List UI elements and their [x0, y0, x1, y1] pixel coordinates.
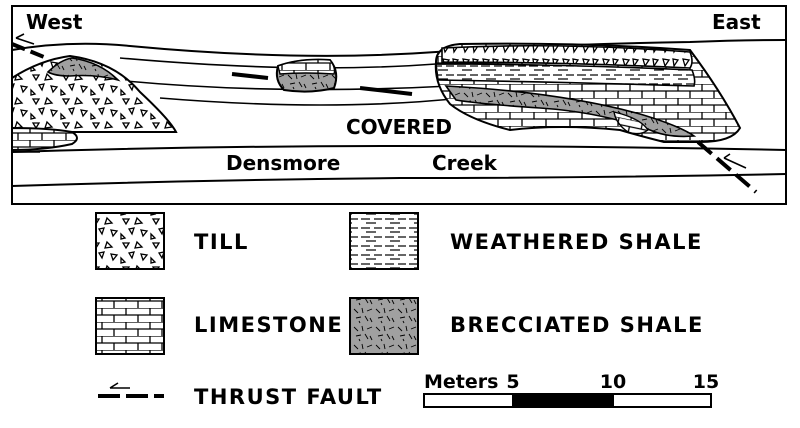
legend-label-till: TILL	[194, 230, 249, 254]
west-brecciated-shale-cap	[46, 57, 121, 82]
slope-line-middle	[95, 77, 451, 91]
isolated-limestone-block	[277, 58, 336, 75]
legend-swatch-brecciated-shale	[349, 297, 419, 355]
east-weathered-shale-band	[435, 63, 696, 87]
scale-tick-5: 5	[506, 371, 519, 393]
fault-trace-mid-2	[359, 86, 413, 96]
thrust-fault-west	[11, 33, 45, 59]
east-limestone-fold-core	[613, 111, 649, 135]
scale-unit-label: Meters	[424, 371, 498, 393]
scale-bar: Meters 5 10 15	[423, 371, 719, 408]
scale-segment-10-15	[612, 393, 712, 408]
west-limestone-wedge	[11, 126, 78, 152]
legend-swatch-weathered-shale	[349, 212, 419, 270]
legend-swatch-limestone	[95, 297, 165, 355]
covered-label: COVERED	[346, 115, 452, 139]
east-till-cap	[441, 44, 693, 69]
creek-label-creek: Creek	[432, 151, 498, 175]
west-label: West	[26, 10, 83, 34]
scale-segment-5-10	[512, 393, 614, 408]
legend-label-thrust-fault: THRUST FAULT	[194, 385, 383, 409]
legend-label-limestone: LIMESTONE	[194, 313, 343, 337]
cross-section: West East COVERED Densmore Creek	[11, 5, 787, 205]
creek-bank-south	[11, 173, 787, 187]
creek-label-densmore: Densmore	[226, 151, 340, 175]
thrust-fault-east	[696, 140, 758, 194]
creek-bank-north	[11, 144, 787, 153]
legend-label-brecciated-shale: BRECCIATED SHALE	[450, 313, 704, 337]
east-label: East	[712, 10, 761, 34]
legend-label-weathered-shale: WEATHERED SHALE	[450, 230, 703, 254]
legend: TILL WEATHERED SHALE LIMESTONE BRECCIATE…	[95, 212, 704, 409]
fault-trace-mid-1	[231, 72, 269, 80]
scale-tick-15: 15	[693, 371, 719, 393]
slope-line-lower	[159, 97, 463, 106]
ground-surface-line	[11, 39, 787, 57]
scale-segment-0-5	[423, 393, 514, 408]
legend-swatch-till	[95, 212, 165, 270]
legend-swatch-thrust-fault	[98, 382, 164, 398]
scale-tick-10: 10	[600, 371, 626, 393]
